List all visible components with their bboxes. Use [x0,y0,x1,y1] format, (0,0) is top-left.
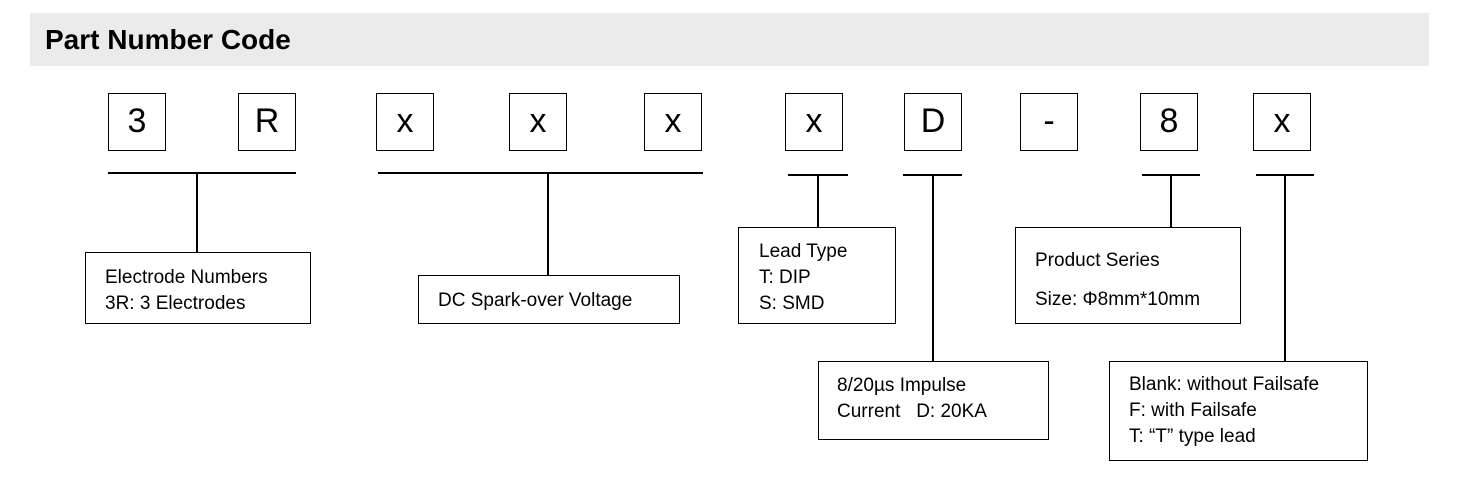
series-label: Product Series [1035,250,1160,271]
impulse-label: 8/20µs Impulse [837,375,967,396]
code-char-8: - [1020,93,1078,151]
code-char-3: x [376,93,434,151]
code-char-10: x [1253,93,1311,151]
voltage-description-box: DC Spark-over Voltage [418,275,680,324]
lead-type-label: Lead Type [759,241,848,262]
electrode-description-box: Electrode Numbers 3R: 3 Electrodes [85,252,311,324]
electrode-value: 3R: 3 Electrodes [105,293,246,314]
failsafe-t: T: “T” type lead [1129,426,1256,447]
code-char-1: 3 [108,93,166,151]
lead-type-description-box: Lead Type T: DIP S: SMD [738,227,896,324]
failsafe-description-box: Blank: without Failsafe F: with Failsafe… [1109,361,1368,461]
lead-type-dip: T: DIP [759,267,811,288]
code-char-4: x [509,93,567,151]
impulse-value: Current D: 20KA [837,401,987,422]
code-char-6: x [785,93,843,151]
series-description-box: Product Series Size: Φ8mm*10mm [1015,227,1241,324]
lead-type-smd: S: SMD [759,293,825,314]
voltage-label: DC Spark-over Voltage [438,290,633,311]
code-char-7: D [904,93,962,151]
impulse-description-box: 8/20µs Impulse Current D: 20KA [818,361,1049,440]
section-header: Part Number Code [30,13,1429,66]
electrode-label: Electrode Numbers [105,267,268,288]
code-char-2: R [238,93,296,151]
section-title: Part Number Code [45,24,291,55]
failsafe-blank: Blank: without Failsafe [1129,374,1320,395]
series-size: Size: Φ8mm*10mm [1035,289,1201,310]
code-char-9: 8 [1140,93,1198,151]
code-char-5: x [644,93,702,151]
failsafe-f: F: with Failsafe [1129,400,1257,421]
